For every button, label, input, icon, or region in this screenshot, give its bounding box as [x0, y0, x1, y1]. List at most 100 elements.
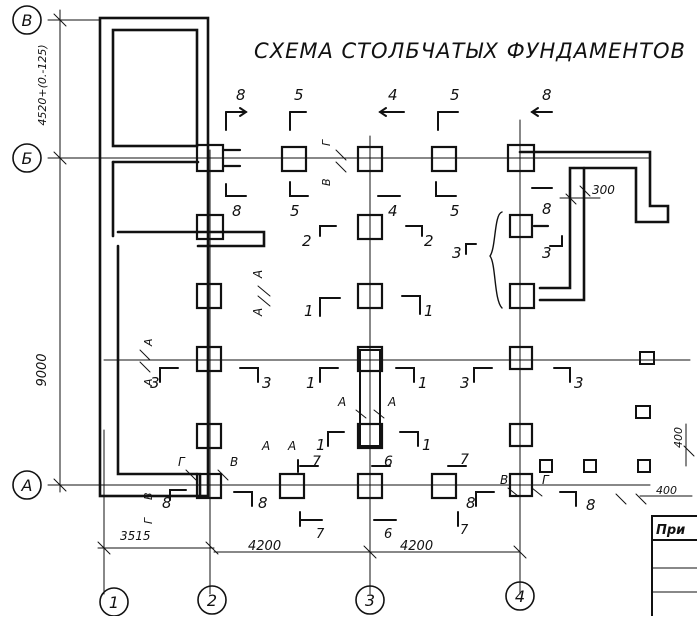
section-label-8: 8 [466, 494, 476, 512]
section-arrow [319, 225, 337, 237]
section-arrow [401, 295, 421, 315]
detail-label-g: Г [542, 473, 550, 487]
footing [195, 472, 223, 500]
footing [195, 282, 223, 310]
section-arrow [289, 181, 309, 197]
section-arrow [159, 367, 179, 383]
axis-bubble-a: А [12, 470, 42, 500]
detail-tick [565, 193, 577, 205]
detail-tick [635, 493, 647, 505]
dim-400-h: 400 [656, 484, 677, 497]
detail-label-a: А [287, 439, 296, 453]
footing [356, 282, 384, 310]
section-label-7: 7 [460, 523, 469, 538]
wall-segment [116, 230, 266, 248]
section-label-3: 3 [460, 374, 470, 392]
footing [508, 345, 534, 371]
footing [508, 213, 534, 239]
section-label-8: 8 [236, 86, 246, 104]
axis-bubble-b: Б [12, 143, 42, 173]
detail-tick [139, 361, 151, 373]
axis-bubble-v: В [12, 5, 42, 35]
detail-tick [531, 487, 543, 497]
small-footing [637, 459, 651, 473]
section-arrow [327, 431, 345, 447]
section-arrow [225, 183, 247, 197]
section-label-5: 5 [450, 202, 460, 220]
section-label-3: 3 [574, 374, 584, 392]
section-markers [159, 107, 577, 527]
section-label-8: 8 [586, 496, 596, 514]
dim-400-v: 400 [672, 427, 685, 448]
dim-tick [97, 541, 111, 555]
axis-label-4: 4 [515, 587, 525, 606]
section-label-1: 1 [316, 436, 326, 454]
title-block-frame [651, 515, 697, 621]
section-arrowhead [239, 107, 248, 117]
footing [356, 472, 384, 500]
section-label-8: 8 [542, 200, 552, 218]
axis-bubble-2: 2 [197, 585, 227, 615]
section-label-1: 1 [424, 302, 434, 320]
footing [356, 422, 384, 450]
footing [195, 345, 223, 373]
section-label-3: 3 [150, 374, 160, 392]
section-arrow [475, 491, 495, 507]
section-arrow [239, 367, 259, 383]
detail-label-a: А [142, 338, 155, 347]
drawing-title: СХЕМА СТОЛБЧАТЫХ ФУНДАМЕНТОВ [254, 39, 686, 63]
outer-wall [98, 16, 210, 498]
section-label-6: 6 [384, 454, 393, 470]
axis-bubble-3: 3 [355, 585, 385, 615]
footing [356, 213, 384, 241]
detail-label-a: А [142, 378, 155, 387]
small-footing [539, 459, 553, 473]
detail-tick [579, 185, 591, 197]
detail-tick [257, 295, 271, 307]
axis-label-b: Б [22, 149, 33, 168]
section-label-7: 7 [460, 452, 469, 468]
detail-label-a: А [387, 395, 396, 409]
section-label-7: 7 [316, 527, 325, 542]
detail-label-a: А [261, 439, 270, 453]
dim-tick [53, 151, 67, 165]
section-arrow [319, 297, 341, 317]
axis-label-a: А [21, 476, 33, 495]
detail-tick [257, 285, 271, 297]
small-footings [539, 351, 655, 473]
small-footing [635, 405, 651, 419]
detail-labels: Г В А А А А А А Г В А А В Г Г В [142, 139, 550, 524]
dim-tick [513, 545, 527, 559]
detail-tick [335, 161, 347, 173]
detail-label-a: А [251, 308, 265, 317]
section-label-8: 8 [162, 494, 172, 512]
dim-tick [205, 541, 219, 555]
dim-300: 300 [592, 183, 615, 197]
detail-ticks [139, 149, 695, 505]
dim-mid-span: 9000 [35, 353, 50, 386]
section-arrow [405, 225, 423, 237]
dimension-labels: 3515 4200 4200 300 400 400 [120, 183, 685, 554]
section-label-2: 2 [424, 232, 434, 250]
section-label-4: 4 [388, 86, 398, 104]
section-label-3: 3 [542, 244, 552, 262]
upper-room [111, 28, 199, 148]
detail-label-a: А [337, 395, 346, 409]
section-label-1: 1 [422, 436, 432, 454]
wall-segment [116, 244, 200, 476]
detail-tick [217, 469, 229, 481]
footings [195, 143, 536, 500]
section-arrow [473, 367, 493, 383]
detail-tick [185, 469, 197, 481]
section-arrow [233, 491, 253, 507]
section-label-8: 8 [258, 494, 268, 512]
detail-label-a: А [251, 270, 265, 279]
axis-bubble-1: 1 [99, 587, 129, 617]
bottom-dimension-chain [97, 197, 693, 559]
detail-tick [335, 149, 347, 161]
left-wall-outline [98, 16, 266, 498]
axis-label-1: 1 [109, 593, 119, 612]
dim-4200-right: 4200 [400, 539, 433, 554]
detail-label-v: В [230, 455, 238, 469]
